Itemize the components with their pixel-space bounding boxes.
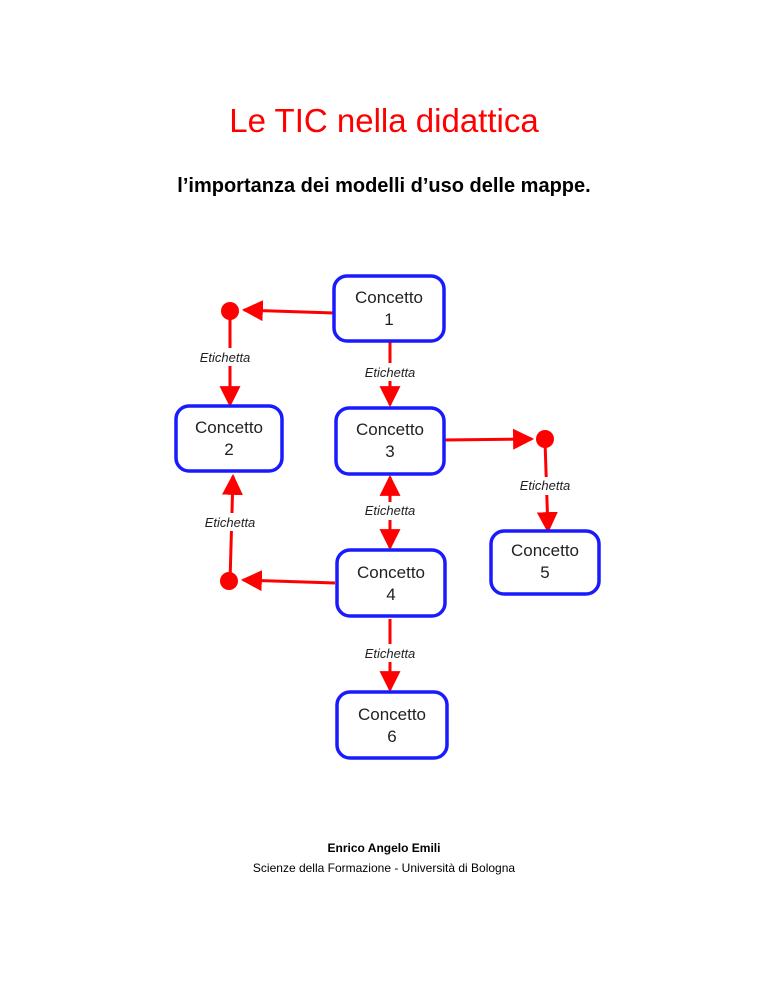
junction-dot bbox=[220, 572, 238, 590]
node-label: Concetto bbox=[358, 705, 426, 724]
concept-node: Concetto 1 bbox=[332, 274, 446, 343]
node-label: Concetto bbox=[355, 288, 423, 307]
node-label: Concetto bbox=[357, 563, 425, 582]
node-label: Concetto bbox=[511, 541, 579, 560]
edge-c4-junction bbox=[240, 570, 336, 592]
concept-node: Concetto 4 bbox=[335, 548, 447, 618]
node-number: 2 bbox=[224, 440, 233, 459]
edge-label: Etichetta bbox=[205, 515, 256, 530]
concept-node: Concetto 3 bbox=[334, 406, 446, 476]
node-number: 1 bbox=[384, 310, 393, 329]
concept-node: Concetto 6 bbox=[335, 690, 449, 760]
edge-label: Etichetta bbox=[520, 478, 571, 493]
concept-node: Concetto 5 bbox=[489, 529, 601, 596]
node-number: 5 bbox=[540, 563, 549, 582]
edge-label: Etichetta bbox=[365, 365, 416, 380]
edge-label: Etichetta bbox=[365, 503, 416, 518]
junction-dot bbox=[536, 430, 554, 448]
author-affiliation: Scienze della Formazione - Università di… bbox=[252, 861, 516, 875]
concept-node: Concetto 2 bbox=[174, 404, 284, 473]
node-number: 3 bbox=[385, 442, 394, 461]
edge-c1-junction bbox=[241, 300, 335, 322]
node-number: 4 bbox=[386, 585, 395, 604]
edge-c3-junction bbox=[443, 428, 535, 450]
author-name: Enrico Angelo Emili bbox=[327, 841, 441, 855]
document-subtitle: l’importanza dei modelli d’uso delle map… bbox=[177, 175, 591, 197]
node-number: 6 bbox=[387, 727, 396, 746]
edge-label: Etichetta bbox=[200, 350, 251, 365]
document-title: Le TIC nella didattica bbox=[229, 102, 539, 139]
junction-dot bbox=[221, 302, 239, 320]
edge-label: Etichetta bbox=[365, 646, 416, 661]
node-label: Concetto bbox=[195, 418, 263, 437]
node-label: Concetto bbox=[356, 420, 424, 439]
